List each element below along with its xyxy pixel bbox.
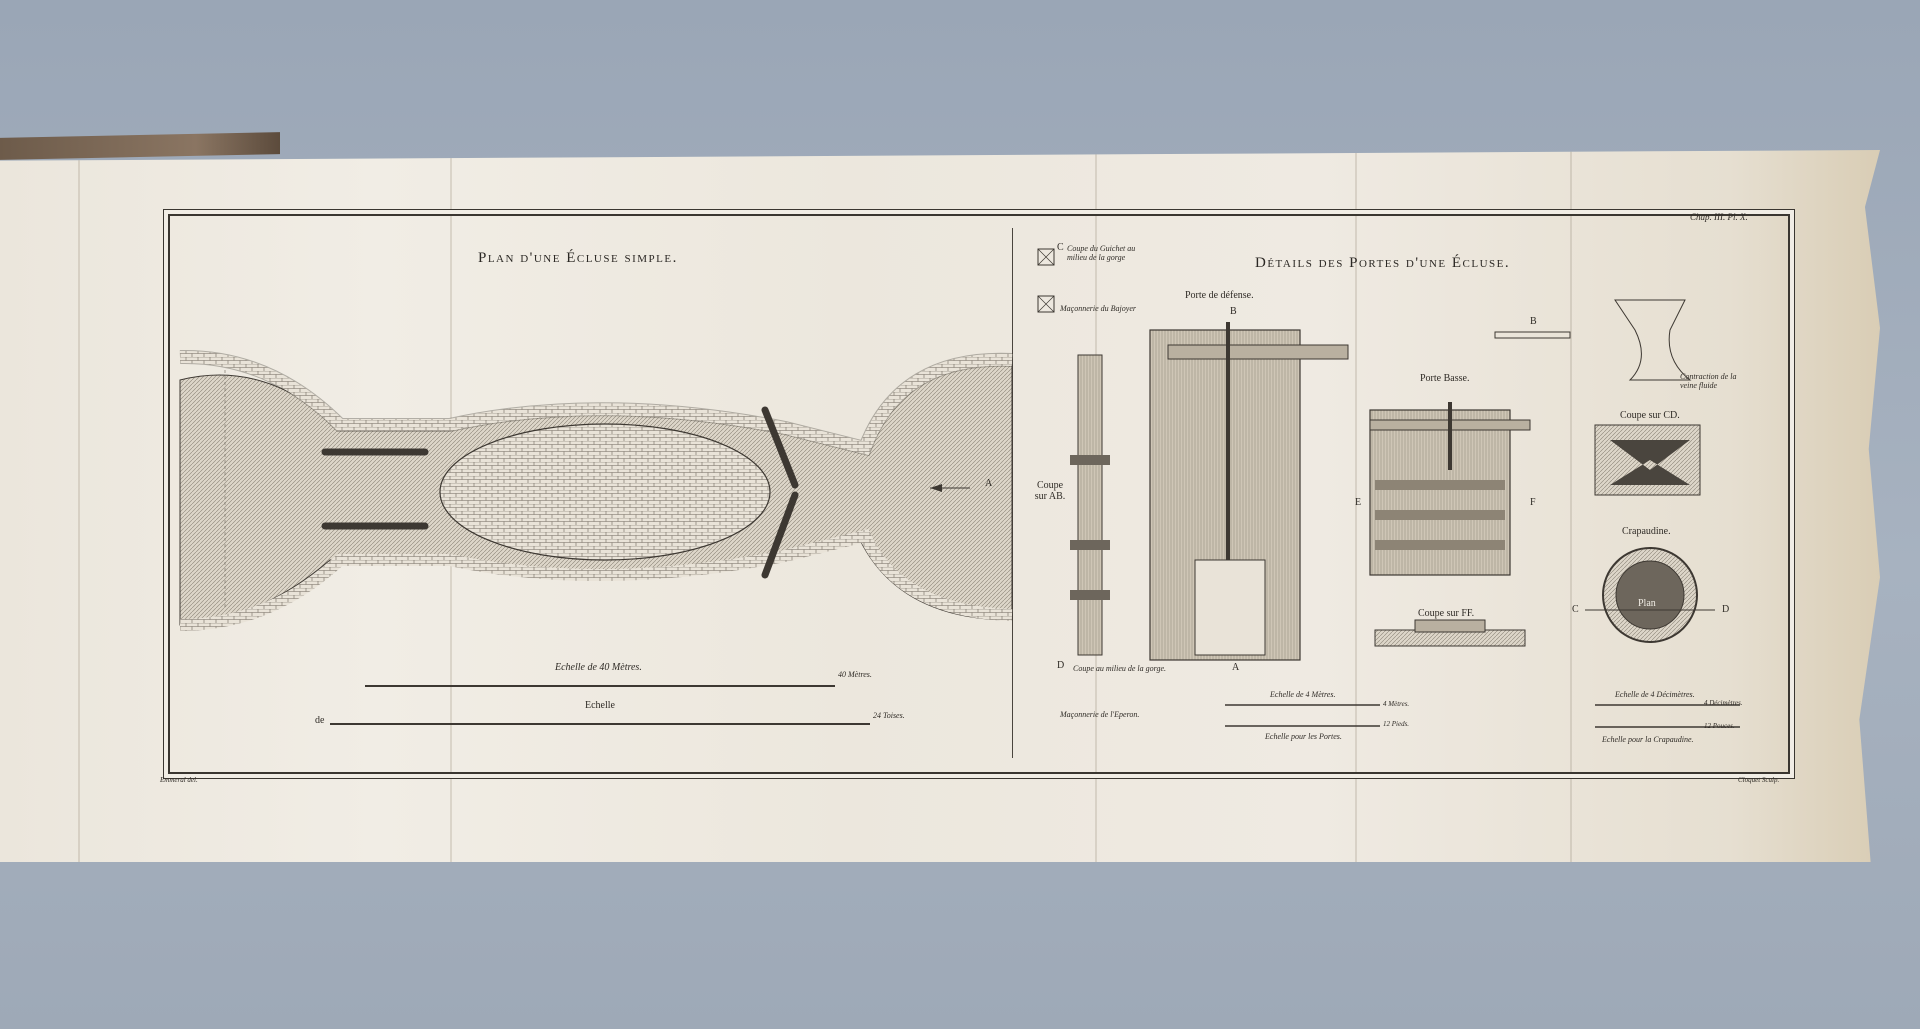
scale-pouces-unit: 12 Pouces.	[1704, 722, 1735, 730]
porte-basse-label: Porte Basse.	[1420, 373, 1470, 384]
marker-f: F	[1530, 497, 1536, 508]
scale-4m-title: Echelle de 4 Mètres.	[1270, 690, 1336, 699]
scale-4dm-title: Echelle de 4 Décimètres.	[1615, 690, 1695, 699]
plate-border	[168, 214, 1790, 774]
marker-d2: D	[1722, 604, 1730, 615]
cut-d-caption: Coupe au milieu de la gorge.	[1073, 664, 1167, 673]
contraction-label: Contraction de la veine fluide	[1680, 372, 1737, 390]
marker-c2: C	[1572, 604, 1579, 615]
fold-line	[1570, 150, 1572, 862]
scale-4dm-unit: 4 Décimètres.	[1704, 699, 1743, 707]
coupe-cd-label: Coupe sur CD.	[1620, 410, 1680, 421]
scale-toises-unit: 24 Toises.	[873, 711, 905, 720]
scale-pieds-unit: 12 Pieds.	[1383, 720, 1410, 728]
scale-4m-unit: 4 Mètres.	[1383, 700, 1410, 708]
plan-label: Plan	[1638, 598, 1656, 609]
scale-metres-unit: 40 Mètres.	[838, 670, 872, 679]
marker-a: A	[985, 478, 993, 489]
porte-defense-label: Porte de défense.	[1185, 290, 1254, 301]
legend-masonry-eperon: Maçonnerie de l'Eperon.	[1060, 710, 1140, 719]
scale-crapaudine-label: Echelle pour la Crapaudine.	[1602, 735, 1694, 744]
crapaudine-label: Crapaudine.	[1622, 526, 1671, 537]
coupe-ff-label: Coupe sur FF.	[1418, 608, 1475, 619]
cut-c-caption: Coupe du Guichet au milieu de la gorge	[1067, 244, 1136, 262]
engraver-credit: Cloquet Sculp.	[1738, 776, 1780, 784]
plate-title-right: Détails des Portes d'une Écluse.	[1255, 255, 1511, 271]
scale-toises-title: Echelle	[585, 700, 615, 711]
fold-line	[1355, 150, 1357, 862]
marker-b-right: B	[1530, 316, 1537, 327]
gate-details-drawing	[1037, 248, 1740, 728]
legend-masonry-bajoyer: Maçonnerie du Bajoyer	[1060, 304, 1136, 313]
scale-toises-prefix: de	[315, 715, 325, 726]
scale-portes-label: Echelle pour les Portes.	[1265, 732, 1342, 741]
draughtsman-credit: Emmeral del.	[160, 776, 198, 784]
scale-metres-title: Echelle de 40 Mètres.	[555, 662, 642, 673]
coupe-ab-label: Coupe sur AB.	[1034, 480, 1066, 502]
marker-c: C	[1057, 242, 1064, 253]
lock-plan-drawing	[179, 349, 1013, 725]
plate-title-left: Plan d'une Écluse simple.	[478, 250, 678, 266]
plate-reference: Chap. III. Pl. X.	[1690, 212, 1748, 222]
marker-d: D	[1057, 660, 1065, 671]
marker-e: E	[1355, 497, 1362, 508]
fold-line	[78, 150, 80, 862]
marker-b: B	[1230, 306, 1237, 317]
marker-a2: A	[1232, 662, 1240, 673]
